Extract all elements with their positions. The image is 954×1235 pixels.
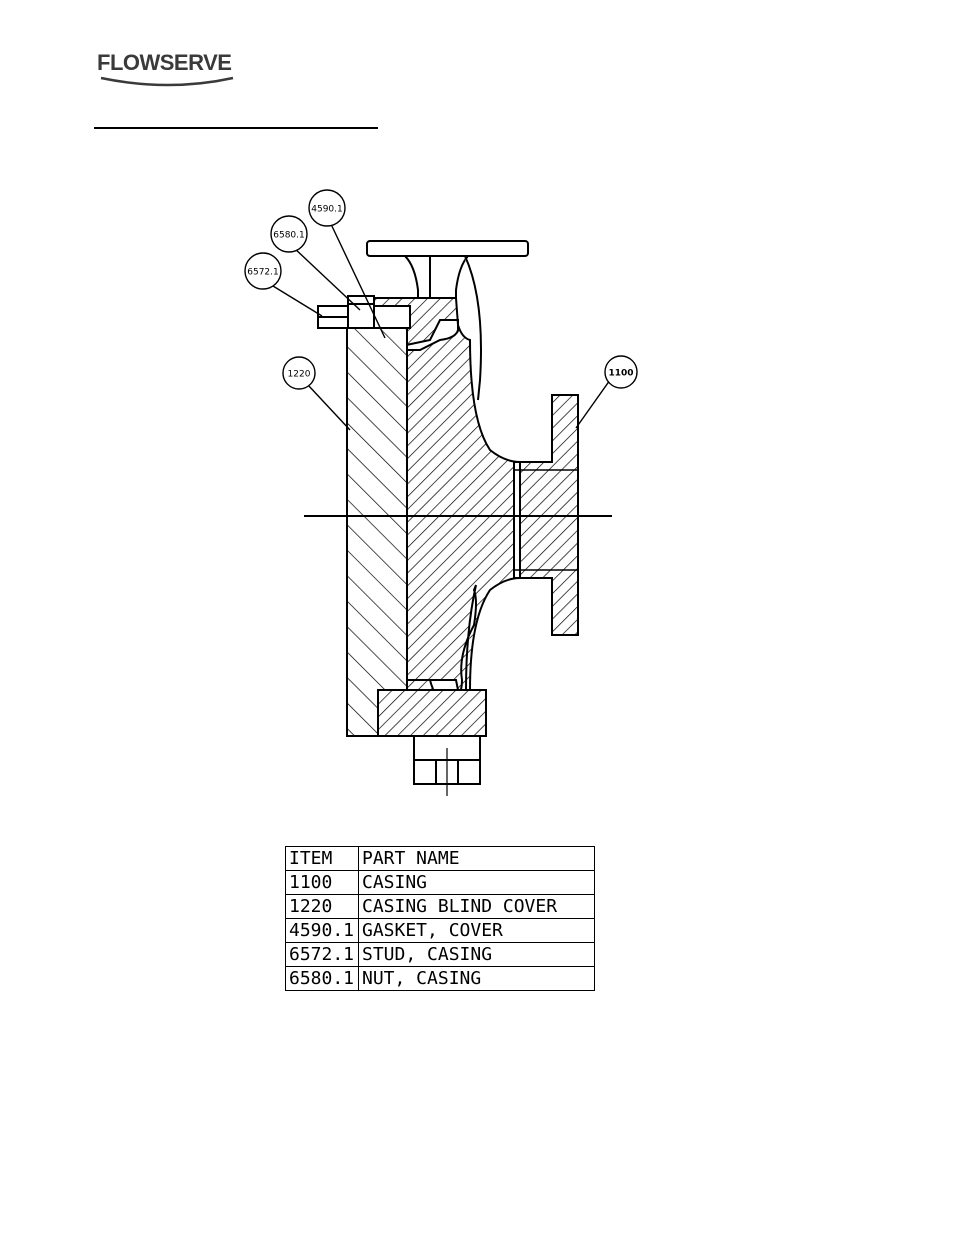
svg-text:1220: 1220: [288, 370, 311, 380]
callout-1220: 1220: [282, 356, 316, 390]
stud-nut: [317, 295, 411, 329]
header-item: ITEM: [285, 846, 359, 871]
svg-text:6580.1: 6580.1: [273, 231, 305, 241]
item-cell: 1100: [285, 870, 359, 895]
header-rule: [94, 127, 378, 129]
callout-6580-1: 6580.1: [270, 215, 308, 253]
item-cell: 4590.1: [285, 918, 359, 943]
svg-text:1100: 1100: [608, 369, 633, 379]
item-cell: 1220: [285, 894, 359, 919]
pump-casing-drawing: 4590.1 6580.1 6572.1 1220 1100: [244, 189, 638, 796]
svg-text:6572.1: 6572.1: [247, 268, 279, 278]
part-name-cell: GASKET, COVER: [358, 918, 595, 943]
part-name-cell: CASING: [358, 870, 595, 895]
part-name-cell: STUD, CASING: [358, 942, 595, 967]
item-cell: 6580.1: [285, 966, 359, 991]
item-cell: 6572.1: [285, 942, 359, 967]
parts-table: ITEM PART NAME 1100 CASING 1220 CASING B…: [285, 846, 595, 991]
header-part-name: PART NAME: [358, 846, 595, 871]
logo-text: FLOWSERVE: [97, 50, 232, 75]
table-row: 4590.1 GASKET, COVER: [285, 918, 595, 943]
leader-lines: [272, 221, 611, 431]
outlet-flange: [366, 240, 529, 401]
callout-1100: 1100: [604, 355, 638, 389]
logo-swoosh-icon: [100, 76, 234, 87]
table-row: 1100 CASING: [285, 870, 595, 895]
table-row: 6580.1 NUT, CASING: [285, 966, 595, 991]
part-name-cell: CASING BLIND COVER: [358, 894, 595, 919]
part-name-cell: NUT, CASING: [358, 966, 595, 991]
table-row: 1220 CASING BLIND COVER: [285, 894, 595, 919]
blind-cover-section: [346, 327, 487, 737]
svg-text:4590.1: 4590.1: [311, 205, 343, 215]
callout-6572-1: 6572.1: [244, 252, 282, 290]
table-header-row: ITEM PART NAME: [285, 846, 595, 871]
callout-4590-1: 4590.1: [308, 189, 346, 227]
drain-plug: [413, 735, 481, 796]
flowserve-logo: FLOWSERVE: [97, 50, 247, 90]
table-row: 6572.1 STUD, CASING: [285, 942, 595, 967]
